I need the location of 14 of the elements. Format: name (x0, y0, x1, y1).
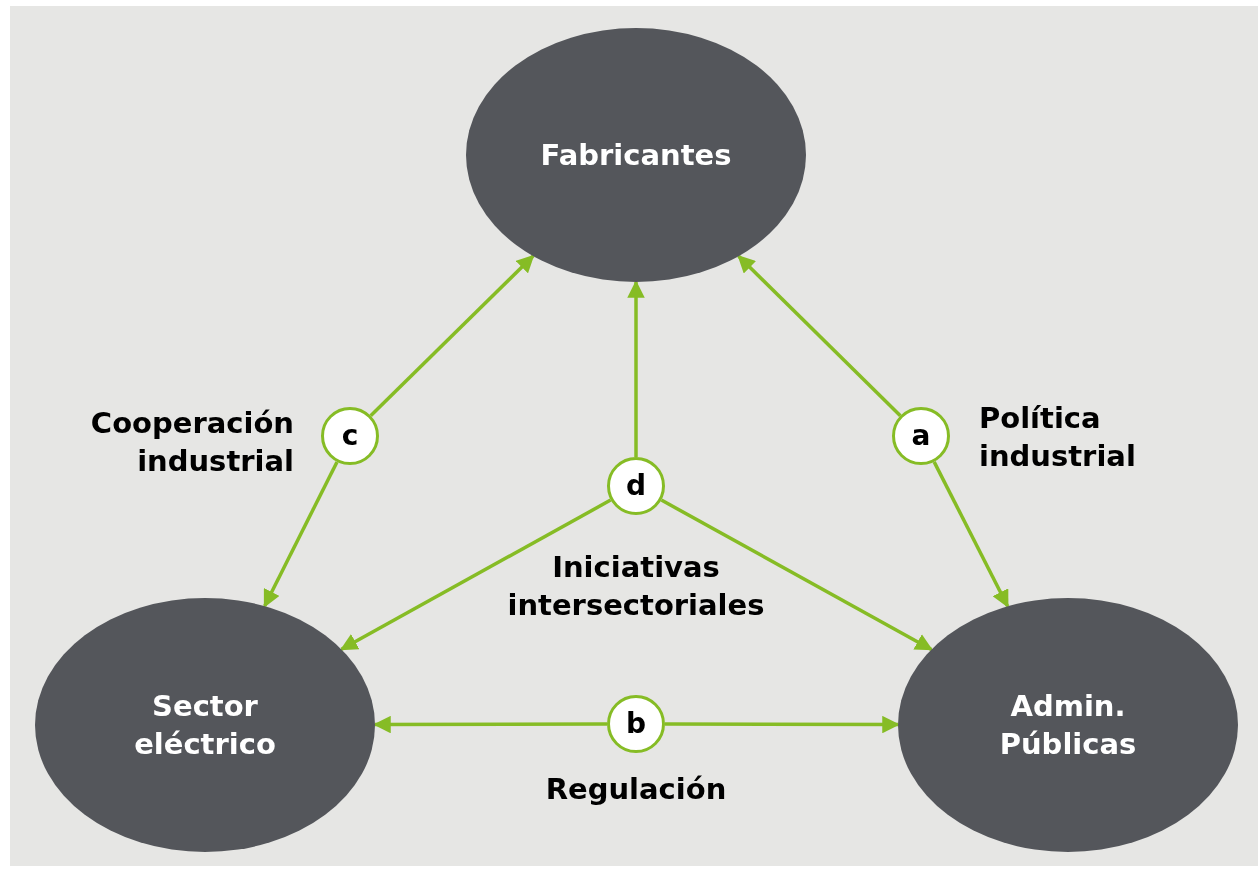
node-caption: Regulación (544, 771, 728, 808)
node-caption: Política industrial (979, 400, 1137, 475)
node-label: Fabricantes (539, 137, 733, 174)
node-caption: Iniciativas intersectoriales (506, 549, 766, 624)
node-label: Admin. Públicas (998, 688, 1138, 763)
node-label: Sector eléctrico (133, 688, 277, 763)
arrow (660, 498, 933, 651)
arrow (339, 498, 612, 651)
arrow (627, 280, 645, 457)
arrow (737, 254, 902, 417)
arrow (369, 254, 535, 417)
node-caption: Cooperación industrial (89, 405, 294, 480)
arrow (373, 715, 607, 734)
arrow (665, 715, 900, 734)
